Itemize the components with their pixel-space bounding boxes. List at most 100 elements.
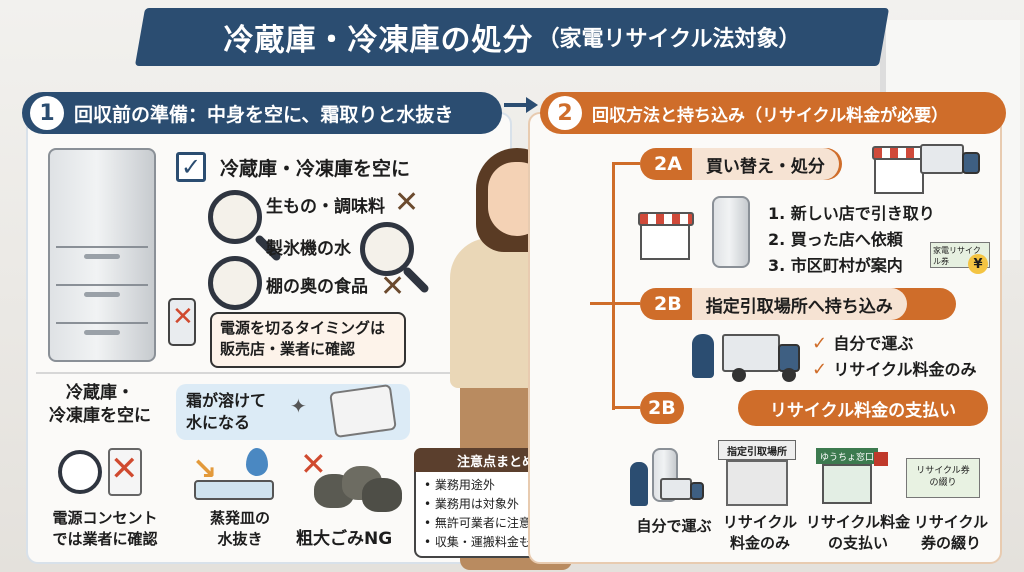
caption-self-carry: 自分で運ぶ bbox=[624, 516, 724, 537]
item-shelf-food: 棚の奥の食品 bbox=[266, 277, 368, 297]
caption-line: リサイクル料金 bbox=[805, 513, 911, 531]
checklist-title: 冷蔵庫・冷凍庫を空に bbox=[220, 158, 411, 180]
item-ice-water: 製氷機の水 bbox=[266, 239, 351, 259]
section2c-tag-pill: 2B bbox=[640, 392, 684, 424]
check-fee-only: ✓ リサイクル料金のみ bbox=[812, 359, 977, 380]
building-icon bbox=[726, 460, 788, 506]
plug-icon bbox=[168, 298, 196, 346]
truck-cab bbox=[962, 152, 980, 174]
small-fridge-icon bbox=[712, 196, 750, 268]
tray-caption: 蒸発皿の 水抜き bbox=[180, 508, 300, 550]
truck-icon bbox=[920, 144, 964, 174]
step-1: 1. 新しい店で引き取り bbox=[768, 204, 935, 223]
post-office-sign: ゆうちょ窓口 bbox=[816, 448, 878, 464]
truck-cab bbox=[690, 482, 704, 500]
x-icon: ✕ bbox=[394, 185, 420, 220]
section2b-tag: 2B bbox=[654, 293, 682, 315]
title-main: 冷蔵庫・冷凍庫の処分 bbox=[223, 23, 534, 58]
x-red-icon: ✕ bbox=[110, 449, 139, 489]
section1-label: 回収前の準備：中身を空に、霜取りと水抜き bbox=[74, 104, 454, 126]
section2a-header: 2A 買い替え・処分 bbox=[640, 148, 842, 180]
section2c-tag: 2B bbox=[648, 397, 676, 419]
flow-arrow-head bbox=[526, 97, 538, 113]
section1-header bbox=[22, 92, 502, 134]
caption-line: 券の綴り bbox=[920, 534, 981, 552]
step-2: 2. 買った店へ依頼 bbox=[768, 230, 903, 249]
caption-line: の支払い bbox=[827, 534, 888, 552]
worker-icon bbox=[630, 462, 648, 506]
voucher-booklet-icon: リサイクル券 の綴り bbox=[906, 458, 980, 498]
store-icon bbox=[872, 146, 928, 194]
connector-line bbox=[612, 162, 640, 165]
yen-coin-icon: ¥ bbox=[968, 254, 988, 274]
note-box bbox=[210, 312, 406, 368]
voucher-line: の綴り bbox=[929, 478, 957, 488]
connector-line bbox=[590, 302, 640, 305]
step-3: 3. 市区町村が案内 bbox=[768, 256, 903, 275]
caption-fee-only: リサイクル 料金のみ bbox=[712, 512, 808, 554]
building-sign: 指定引取場所 bbox=[718, 440, 796, 460]
store-icon bbox=[638, 212, 694, 260]
connector-line bbox=[612, 406, 640, 409]
outlet-caption-line: 電源コンセント bbox=[52, 509, 158, 527]
caption-voucher: リサイクル 券の綴り bbox=[906, 512, 996, 554]
summary-item: • 無許可業者に注意 bbox=[424, 516, 531, 530]
section2a-title: 買い替え・処分 bbox=[691, 148, 839, 180]
post-office-icon bbox=[822, 464, 872, 504]
shelf-magnifier-icon bbox=[208, 256, 262, 310]
section2c-title: リサイクル料金の支払い bbox=[738, 390, 988, 426]
water-drop-icon bbox=[246, 448, 268, 476]
outlet-caption: 電源コンセント では業者に確認 bbox=[40, 508, 170, 550]
caption-line: 料金のみ bbox=[729, 534, 790, 552]
food-magnifier-icon bbox=[208, 190, 262, 244]
truck-icon bbox=[722, 334, 780, 372]
post-stamp-icon bbox=[874, 452, 888, 466]
cloth-icon bbox=[329, 383, 397, 439]
section1-number: 1 bbox=[30, 96, 64, 130]
frost-text: 霜が溶けて 水になる bbox=[186, 390, 266, 434]
page-title: 冷蔵庫・冷凍庫の処分 （家電リサイクル法対象） bbox=[140, 8, 884, 66]
empty-title: 冷蔵庫・ 冷凍庫を空に bbox=[40, 382, 160, 428]
section2-number: 2 bbox=[548, 96, 582, 130]
empty-title-line: 冷蔵庫・ bbox=[66, 383, 134, 403]
tray-caption-line: 蒸発皿の bbox=[209, 509, 270, 527]
outlet-caption-line: では業者に確認 bbox=[52, 530, 158, 548]
section2b-title: 指定引取場所へ持ち込み bbox=[691, 288, 907, 320]
worker-icon bbox=[692, 334, 714, 378]
section2b-header: 2B 指定引取場所へ持ち込み bbox=[640, 288, 956, 320]
summary-item: • 収集・運搬料金も確認 bbox=[424, 535, 555, 549]
x-red-icon: ✕ bbox=[300, 445, 327, 483]
caption-line: リサイクル bbox=[913, 513, 989, 531]
truck-icon bbox=[660, 478, 692, 500]
note-line: 販売店・業者に確認 bbox=[220, 340, 356, 358]
title-sub: （家電リサイクル法対象） bbox=[537, 27, 801, 52]
x-icon: ✕ bbox=[380, 269, 406, 304]
summary-item: • 業務用途外 bbox=[424, 478, 495, 492]
frost-line: 水になる bbox=[186, 413, 251, 432]
x-red-icon: ✕ bbox=[172, 302, 194, 332]
check-self-carry: ✓ 自分で運ぶ bbox=[812, 333, 914, 354]
caption-line: リサイクル bbox=[722, 513, 798, 531]
garbage-bags-icon bbox=[308, 462, 402, 512]
section2-label: 回収方法と持ち込み（リサイクル料金が必要） bbox=[592, 106, 949, 126]
wheel bbox=[732, 368, 746, 382]
frost-line: 霜が溶けて bbox=[186, 391, 267, 410]
clock-icon bbox=[58, 450, 102, 494]
fridge-illustration bbox=[48, 148, 156, 362]
checkbox-icon: ✓ bbox=[176, 152, 206, 182]
flow-arrow bbox=[504, 103, 534, 107]
sparkle-icon: ✦ bbox=[290, 394, 307, 418]
summary-list: • 業務用途外 • 業務用は対象外 • 無許可業者に注意 • 収集・運搬料金も確… bbox=[424, 476, 555, 552]
recycle-ticket-label: 家電リサイクル券 bbox=[933, 246, 981, 266]
outlet-icon bbox=[108, 448, 142, 496]
voucher-line: リサイクル券 bbox=[916, 466, 970, 476]
caption-payment: リサイクル料金 の支払い bbox=[800, 512, 916, 554]
item-raw-food: 生もの・調味料 bbox=[266, 197, 385, 217]
section2a-tag: 2A bbox=[654, 153, 682, 175]
note-line: 電源を切るタイミングは bbox=[220, 319, 386, 337]
section2-header bbox=[540, 92, 1006, 134]
caption-line: 自分で運ぶ bbox=[636, 517, 712, 535]
note-text: 電源を切るタイミングは 販売店・業者に確認 bbox=[220, 318, 385, 360]
divider bbox=[36, 372, 498, 374]
garbage-caption: 粗大ごみNG bbox=[296, 529, 393, 549]
